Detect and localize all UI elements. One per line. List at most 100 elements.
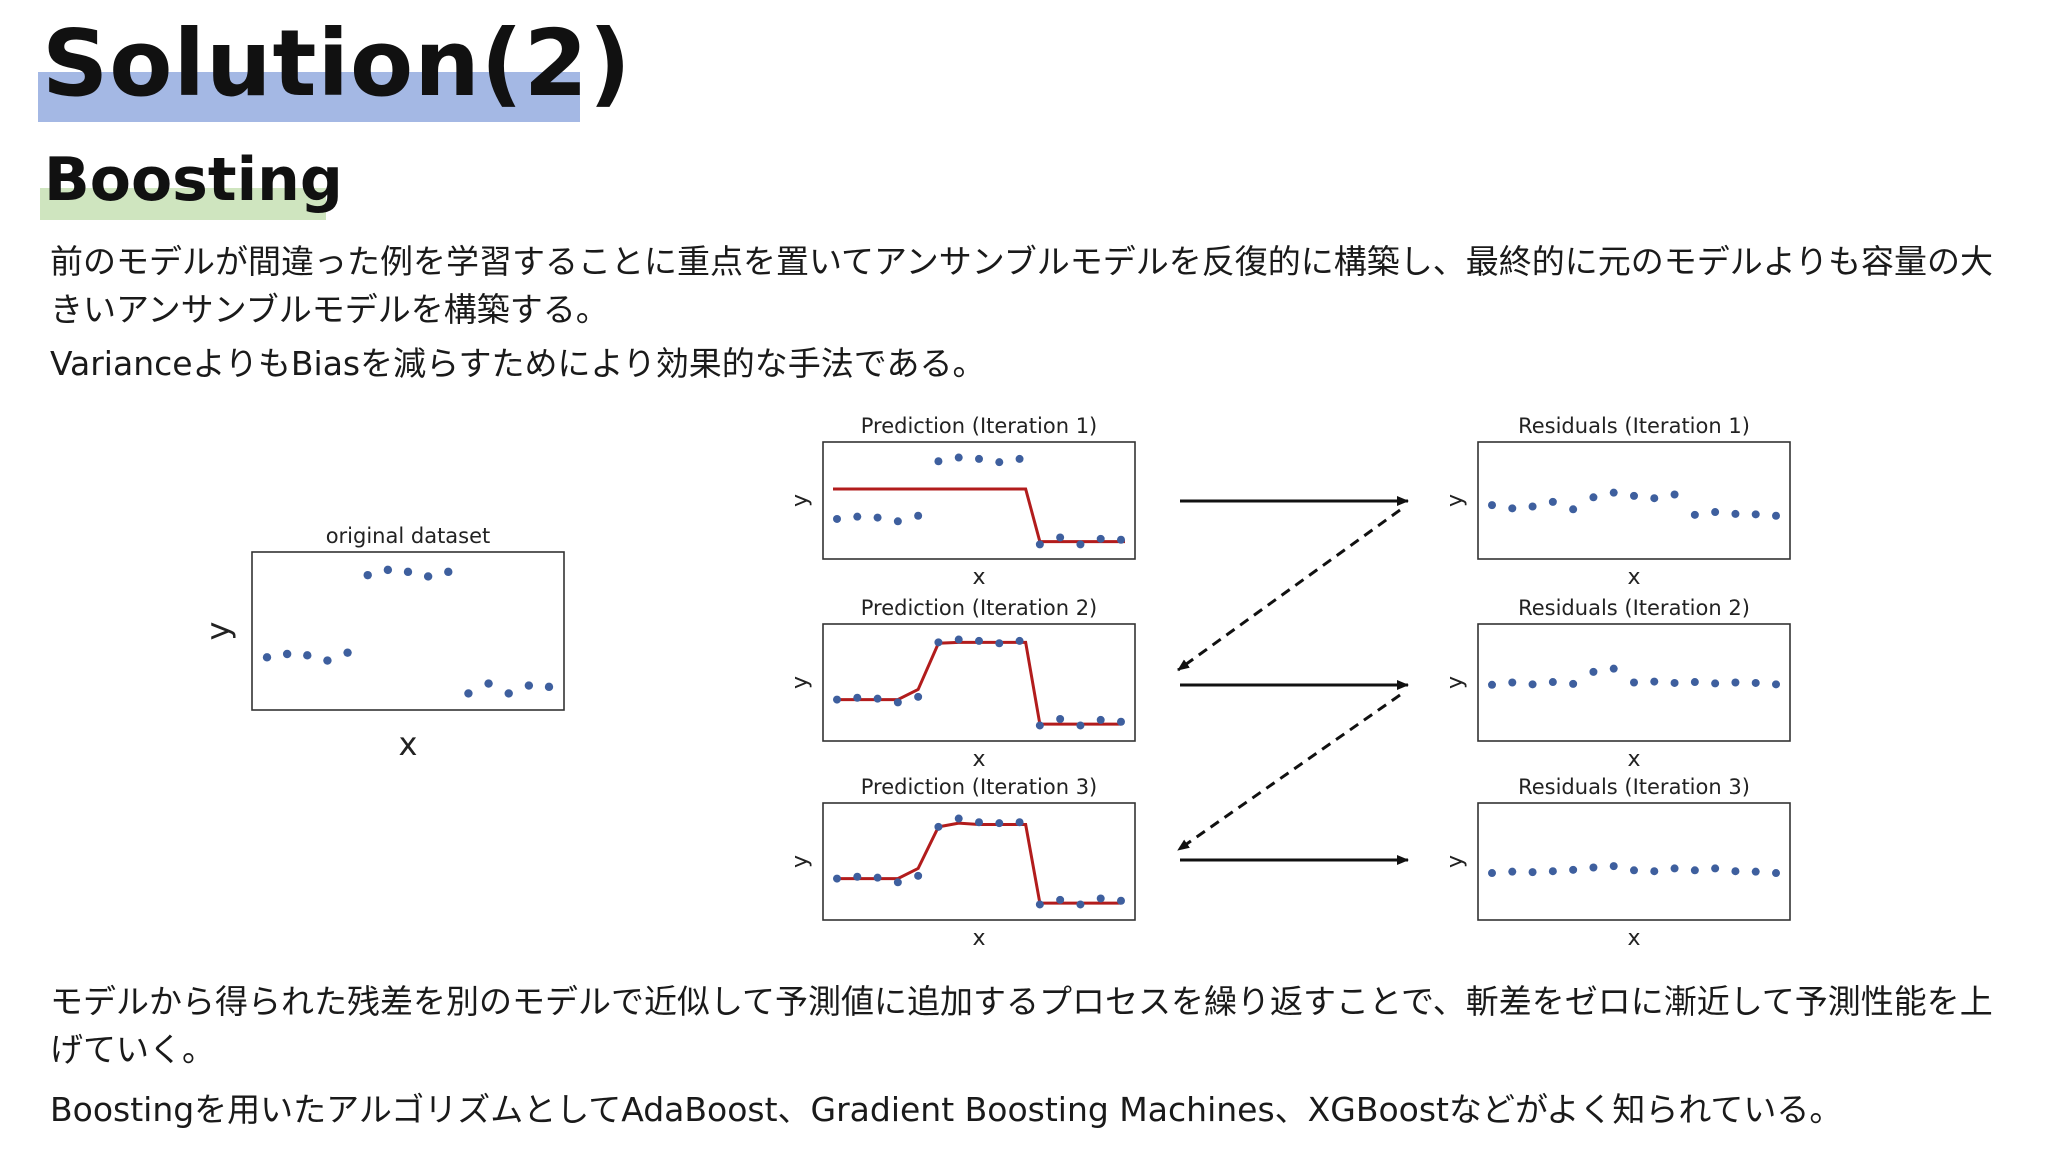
resid3-point <box>1731 867 1740 876</box>
resid3-panel: Residuals (Iteration 3) x y <box>1443 775 1791 951</box>
slide-subtitle: Boosting <box>44 145 343 215</box>
pred2-point <box>833 695 841 704</box>
resid2-point <box>1488 680 1496 689</box>
resid3-title: Residuals (Iteration 3) <box>1518 775 1750 799</box>
pred2-title: Prediction (Iteration 2) <box>861 596 1098 620</box>
resid3-point <box>1670 864 1679 873</box>
paragraph-algorithms: Boostingを用いたアルゴリズムとしてAdaBoost、Gradient B… <box>50 1090 1843 1129</box>
pred1-panel: Prediction (Iteration 1)xy <box>788 414 1136 590</box>
resid2-xlabel: x <box>1627 747 1640 772</box>
pred3-point <box>1117 896 1125 905</box>
resid2-ylabel: y <box>1443 676 1468 689</box>
resid3-point <box>1508 867 1517 876</box>
resid1-title: Residuals (Iteration 1) <box>1518 414 1750 438</box>
pred2-point <box>1056 714 1065 723</box>
resid2-point <box>1650 677 1659 686</box>
resid1-ylabel: y <box>1443 494 1468 507</box>
resid2-point <box>1548 678 1557 687</box>
title-highlight-bar <box>38 72 580 122</box>
resid1-point <box>1528 502 1537 511</box>
paragraph-intro-line-2: きいアンサンブルモデルを構築する。 <box>50 290 609 329</box>
resid2-point <box>1589 667 1598 676</box>
resid2-point <box>1670 678 1679 687</box>
resid3-point <box>1548 867 1557 876</box>
pred2-point <box>1096 715 1105 724</box>
resid2-point <box>1569 679 1578 688</box>
paragraph-intro: 前のモデルが間違った例を学習することに重点を置いてアンサンブルモデルを反復的に構… <box>50 238 2010 334</box>
pred1-point <box>954 453 963 462</box>
resid2-point <box>1731 678 1740 687</box>
resid3-xlabel: x <box>1627 926 1640 951</box>
pred1-point <box>975 454 983 463</box>
pred2-point <box>975 636 983 645</box>
original-point <box>524 681 534 690</box>
pred1-point <box>1035 540 1044 549</box>
resid2-point <box>1609 664 1618 673</box>
resid1-point <box>1650 494 1659 503</box>
resid2-point <box>1751 678 1760 687</box>
resid1-xlabel: x <box>1627 565 1640 590</box>
pred3-point <box>954 814 963 823</box>
pred3-xlabel: x <box>972 926 985 951</box>
resid3-point <box>1630 866 1638 875</box>
pred1-point <box>873 513 882 522</box>
resid2-point <box>1508 678 1517 687</box>
resid2-point <box>1690 678 1699 687</box>
pred1-point <box>995 458 1004 467</box>
subtitle-highlight-bar <box>40 188 326 220</box>
pred1-point <box>1096 534 1105 543</box>
resid3-point <box>1650 867 1659 876</box>
pred3-ylabel: y <box>788 855 813 868</box>
pred2-point <box>873 694 882 703</box>
pred2-point <box>954 635 963 644</box>
pred3-point <box>1056 895 1065 904</box>
resid2-title: Residuals (Iteration 2) <box>1518 596 1750 620</box>
resid2-point <box>1711 679 1720 688</box>
resid1-point <box>1751 510 1760 519</box>
pred2-frame <box>822 623 1136 742</box>
pred1-point <box>1056 533 1065 542</box>
pred1-point <box>934 457 943 466</box>
pred3-point <box>893 878 902 887</box>
pred3-point <box>914 871 923 880</box>
resid2-point <box>1528 680 1537 689</box>
original-point <box>323 656 332 665</box>
pred2-xlabel: x <box>972 747 985 772</box>
original-point <box>504 689 513 698</box>
resid3-ylabel: y <box>1443 855 1468 868</box>
resid1-point <box>1569 505 1578 514</box>
pred2-point <box>934 638 943 647</box>
pred1-xlabel: x <box>972 565 985 590</box>
arrows-group <box>1177 496 1409 865</box>
resid3-point <box>1528 868 1537 877</box>
pred3-point <box>995 819 1004 828</box>
resid3-point <box>1609 862 1618 871</box>
resid1-panel: Residuals (Iteration 1) x y <box>1443 414 1791 590</box>
paragraph-bias: VarianceよりもBiasを減らすためにより効果的な手法である。 <box>50 344 986 383</box>
resid2-panel: Residuals (Iteration 2) x y <box>1443 596 1791 772</box>
original-point <box>403 567 413 577</box>
original-point <box>423 572 433 581</box>
original-point <box>303 651 312 660</box>
slide-title: Solution(2) <box>42 10 632 117</box>
resid3-point <box>1751 867 1760 876</box>
pred3-point <box>934 822 943 831</box>
pred2-point <box>1035 721 1044 730</box>
pred3-title: Prediction (Iteration 3) <box>861 775 1098 799</box>
resid1-point <box>1548 497 1557 506</box>
resid1-frame <box>1477 441 1791 560</box>
pred3-point <box>853 872 862 881</box>
original-title: original dataset <box>326 524 491 548</box>
pred2-point <box>1015 636 1024 645</box>
resid3-point <box>1569 865 1578 874</box>
resid3-frame <box>1477 802 1791 921</box>
original-point <box>484 679 493 688</box>
resid3-point <box>1690 866 1699 875</box>
pred3-point <box>1035 900 1044 909</box>
pred2-point <box>893 698 902 707</box>
pred3-point <box>1076 900 1085 909</box>
pred1-point <box>1117 535 1125 544</box>
pred2-point <box>1117 717 1125 726</box>
